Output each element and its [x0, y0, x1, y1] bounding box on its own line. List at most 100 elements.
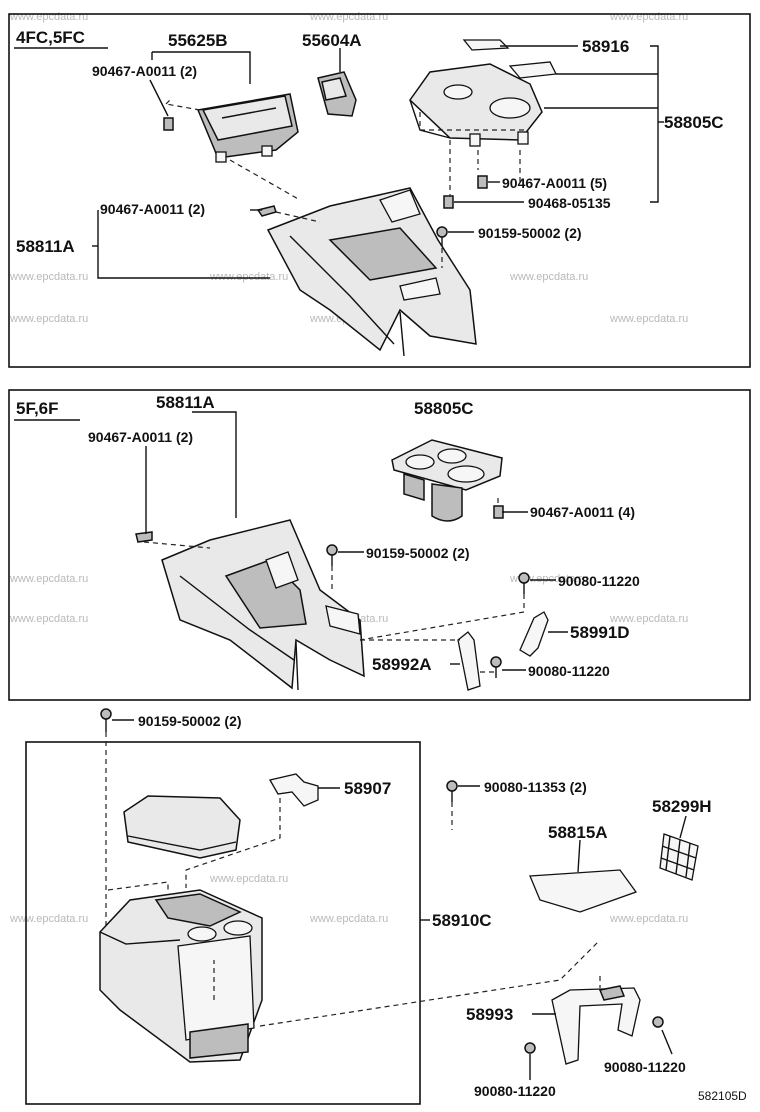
part-label: 58805C: [414, 399, 474, 418]
part-label: 58811A: [156, 393, 215, 412]
part-58299h-net: [659, 833, 699, 881]
part-label: 90080-11220: [528, 663, 610, 679]
part-label: 58299H: [652, 797, 712, 816]
watermark: www.epcdata.ru: [9, 313, 88, 325]
assembly-line: [185, 798, 281, 888]
clip-icon: [443, 195, 454, 209]
part-label: 90080-11353 (2): [484, 779, 587, 795]
assembly-frame: [25, 741, 421, 1105]
part-58992a-bracket: [457, 631, 481, 691]
assembly-line: [107, 881, 169, 892]
part-58993-bracket: [551, 985, 641, 1065]
part-label: 58907: [344, 779, 391, 798]
bracket-58805c: [650, 45, 659, 203]
screw-icon: [652, 1016, 664, 1028]
part-label: 90467-A0011 (2): [92, 63, 197, 79]
part-55604a-clip: [317, 71, 357, 117]
leader-line: [679, 815, 687, 839]
part-label: 90080-11220: [604, 1059, 686, 1075]
part-58991d-bracket: [519, 611, 549, 657]
part-58811a-console: [266, 187, 477, 357]
part-label: 90467-A0011 (2): [100, 201, 205, 217]
assembly-line: [275, 211, 321, 223]
part-label: 90467-A0011 (5): [502, 175, 607, 191]
part-58910c-console-box: [99, 889, 263, 1063]
leader-line: [97, 210, 270, 279]
part-label: 58916: [582, 37, 629, 56]
leader-line: [661, 1029, 673, 1055]
section-5f-6f: 5F,6F: [8, 389, 751, 701]
screw-icon: [446, 780, 458, 792]
watermark: www.epcdata.ru: [609, 313, 688, 325]
part-label: 90468-05135: [528, 195, 611, 211]
watermark: www.epcdata.ru: [609, 613, 688, 625]
clip-icon: [135, 531, 153, 543]
assembly-line: [229, 159, 301, 201]
watermark: www.epcdata.ru: [209, 873, 288, 885]
clip-icon: [163, 117, 174, 131]
part-label: 58805C: [664, 113, 724, 132]
part-58907-bracket: [269, 773, 319, 807]
assembly-line: [419, 112, 526, 131]
watermark: www.epcdata.ru: [9, 913, 88, 925]
part-armrest-lid: [123, 795, 241, 859]
part-label: 90159-50002 (2): [366, 545, 470, 561]
variant-label: 4FC,5FC: [16, 28, 85, 47]
section-frame: [8, 13, 751, 368]
screw-icon: [524, 1042, 536, 1054]
part-label: 58815A: [548, 823, 608, 842]
part-label: 90159-50002 (2): [138, 713, 242, 729]
clip-icon: [256, 205, 277, 217]
part-label: 58811A: [16, 237, 75, 256]
leader-line: [152, 51, 251, 84]
leader-line: [149, 79, 169, 117]
watermark: www.epcdata.ru: [9, 613, 88, 625]
screw-icon: [436, 226, 448, 238]
watermark: www.epcdata.ru: [609, 913, 688, 925]
part-58811a-console: [161, 519, 365, 691]
part-58815a-mat: [529, 869, 638, 913]
part-label: 55604A: [302, 31, 362, 50]
watermark: www.epcdata.ru: [209, 271, 288, 283]
part-label: 55625B: [168, 31, 228, 50]
part-58805c-cup-holder: [391, 439, 503, 522]
clip-icon: [477, 175, 488, 189]
watermark: www.epcdata.ru: [9, 11, 88, 23]
assembly-line: [359, 594, 525, 641]
part-label: 90080-11220: [558, 573, 640, 589]
leader-line: [577, 839, 581, 873]
clip-icon: [493, 505, 504, 519]
part-label: 58993: [466, 1005, 513, 1024]
watermark: www.epcdata.ru: [9, 573, 88, 585]
part-55625b-tray: [196, 93, 299, 163]
section-frame: [8, 389, 751, 701]
part-label: 90080-11220: [474, 1083, 556, 1099]
watermark: www.epcdata.ru: [609, 11, 688, 23]
assembly-line: [165, 99, 201, 111]
part-58916-pad: [462, 39, 510, 51]
part-label: 58992A: [372, 655, 432, 674]
part-label: 58910C: [432, 911, 492, 930]
part-label: 90159-50002 (2): [478, 225, 582, 241]
assembly-line: [477, 150, 521, 186]
part-label: 58991D: [570, 623, 630, 642]
screw-icon: [518, 572, 530, 584]
part-58805c-panel: [409, 63, 543, 147]
variant-label: 5F,6F: [16, 399, 59, 418]
watermark: www.epcdata.ru: [309, 11, 388, 23]
section-4fc-5fc: 4FC,5FC: [8, 13, 751, 368]
leader-line: [192, 411, 237, 518]
part-58916-pad-2: [508, 61, 557, 79]
assembly-line: [259, 939, 601, 1027]
part-label: 90467-A0011 (4): [530, 504, 635, 520]
assembly-line: [143, 541, 211, 549]
part-label: 90467-A0011 (2): [88, 429, 193, 445]
watermark: www.epcdata.ru: [9, 271, 88, 283]
watermark: www.epcdata.ru: [309, 913, 388, 925]
screw-icon: [100, 708, 112, 720]
screw-icon: [490, 656, 502, 668]
diagram-code: 582105D: [698, 1089, 747, 1103]
section-bottom: 90159-50002 (2) 58907 90080-11353 (2) 58…: [25, 708, 747, 1105]
screw-icon: [326, 544, 338, 556]
